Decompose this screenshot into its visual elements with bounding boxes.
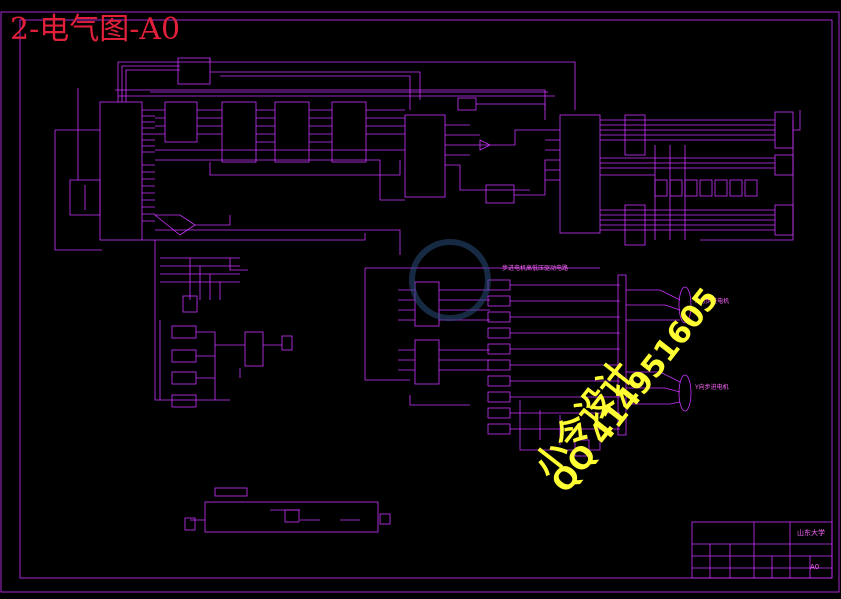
- inner-frame: [19, 19, 833, 579]
- chip-ram-1: [274, 101, 310, 163]
- label-motor-y: Y向步进电机: [695, 384, 729, 391]
- label-motor-x: X向步进电机: [695, 298, 730, 305]
- seven-seg-display: [654, 179, 758, 197]
- title-block-school: 山东大学: [797, 529, 825, 537]
- chip-ram-2: [331, 101, 367, 163]
- chip-eprom-2: [221, 101, 257, 163]
- motor-x: [678, 286, 692, 324]
- chip-mcu: [99, 101, 143, 241]
- title-block: [691, 521, 833, 579]
- label-stepper-drive: 步进电机高低压驱动电路: [502, 265, 569, 272]
- chip-8255: [404, 114, 446, 198]
- chip-8279: [559, 114, 601, 234]
- drawing-title: 2-电气图-A0: [10, 12, 181, 47]
- outer-frame: [0, 11, 840, 593]
- chip-latch: [177, 57, 211, 85]
- driver-transistors: [487, 279, 511, 435]
- chip-stepper-ctrl-2: [414, 339, 440, 385]
- chip-eprom-1: [164, 101, 198, 143]
- chip-stepper-ctrl-1: [414, 281, 440, 327]
- title-block-sheet: A0: [810, 563, 820, 571]
- motor-y: [678, 374, 692, 412]
